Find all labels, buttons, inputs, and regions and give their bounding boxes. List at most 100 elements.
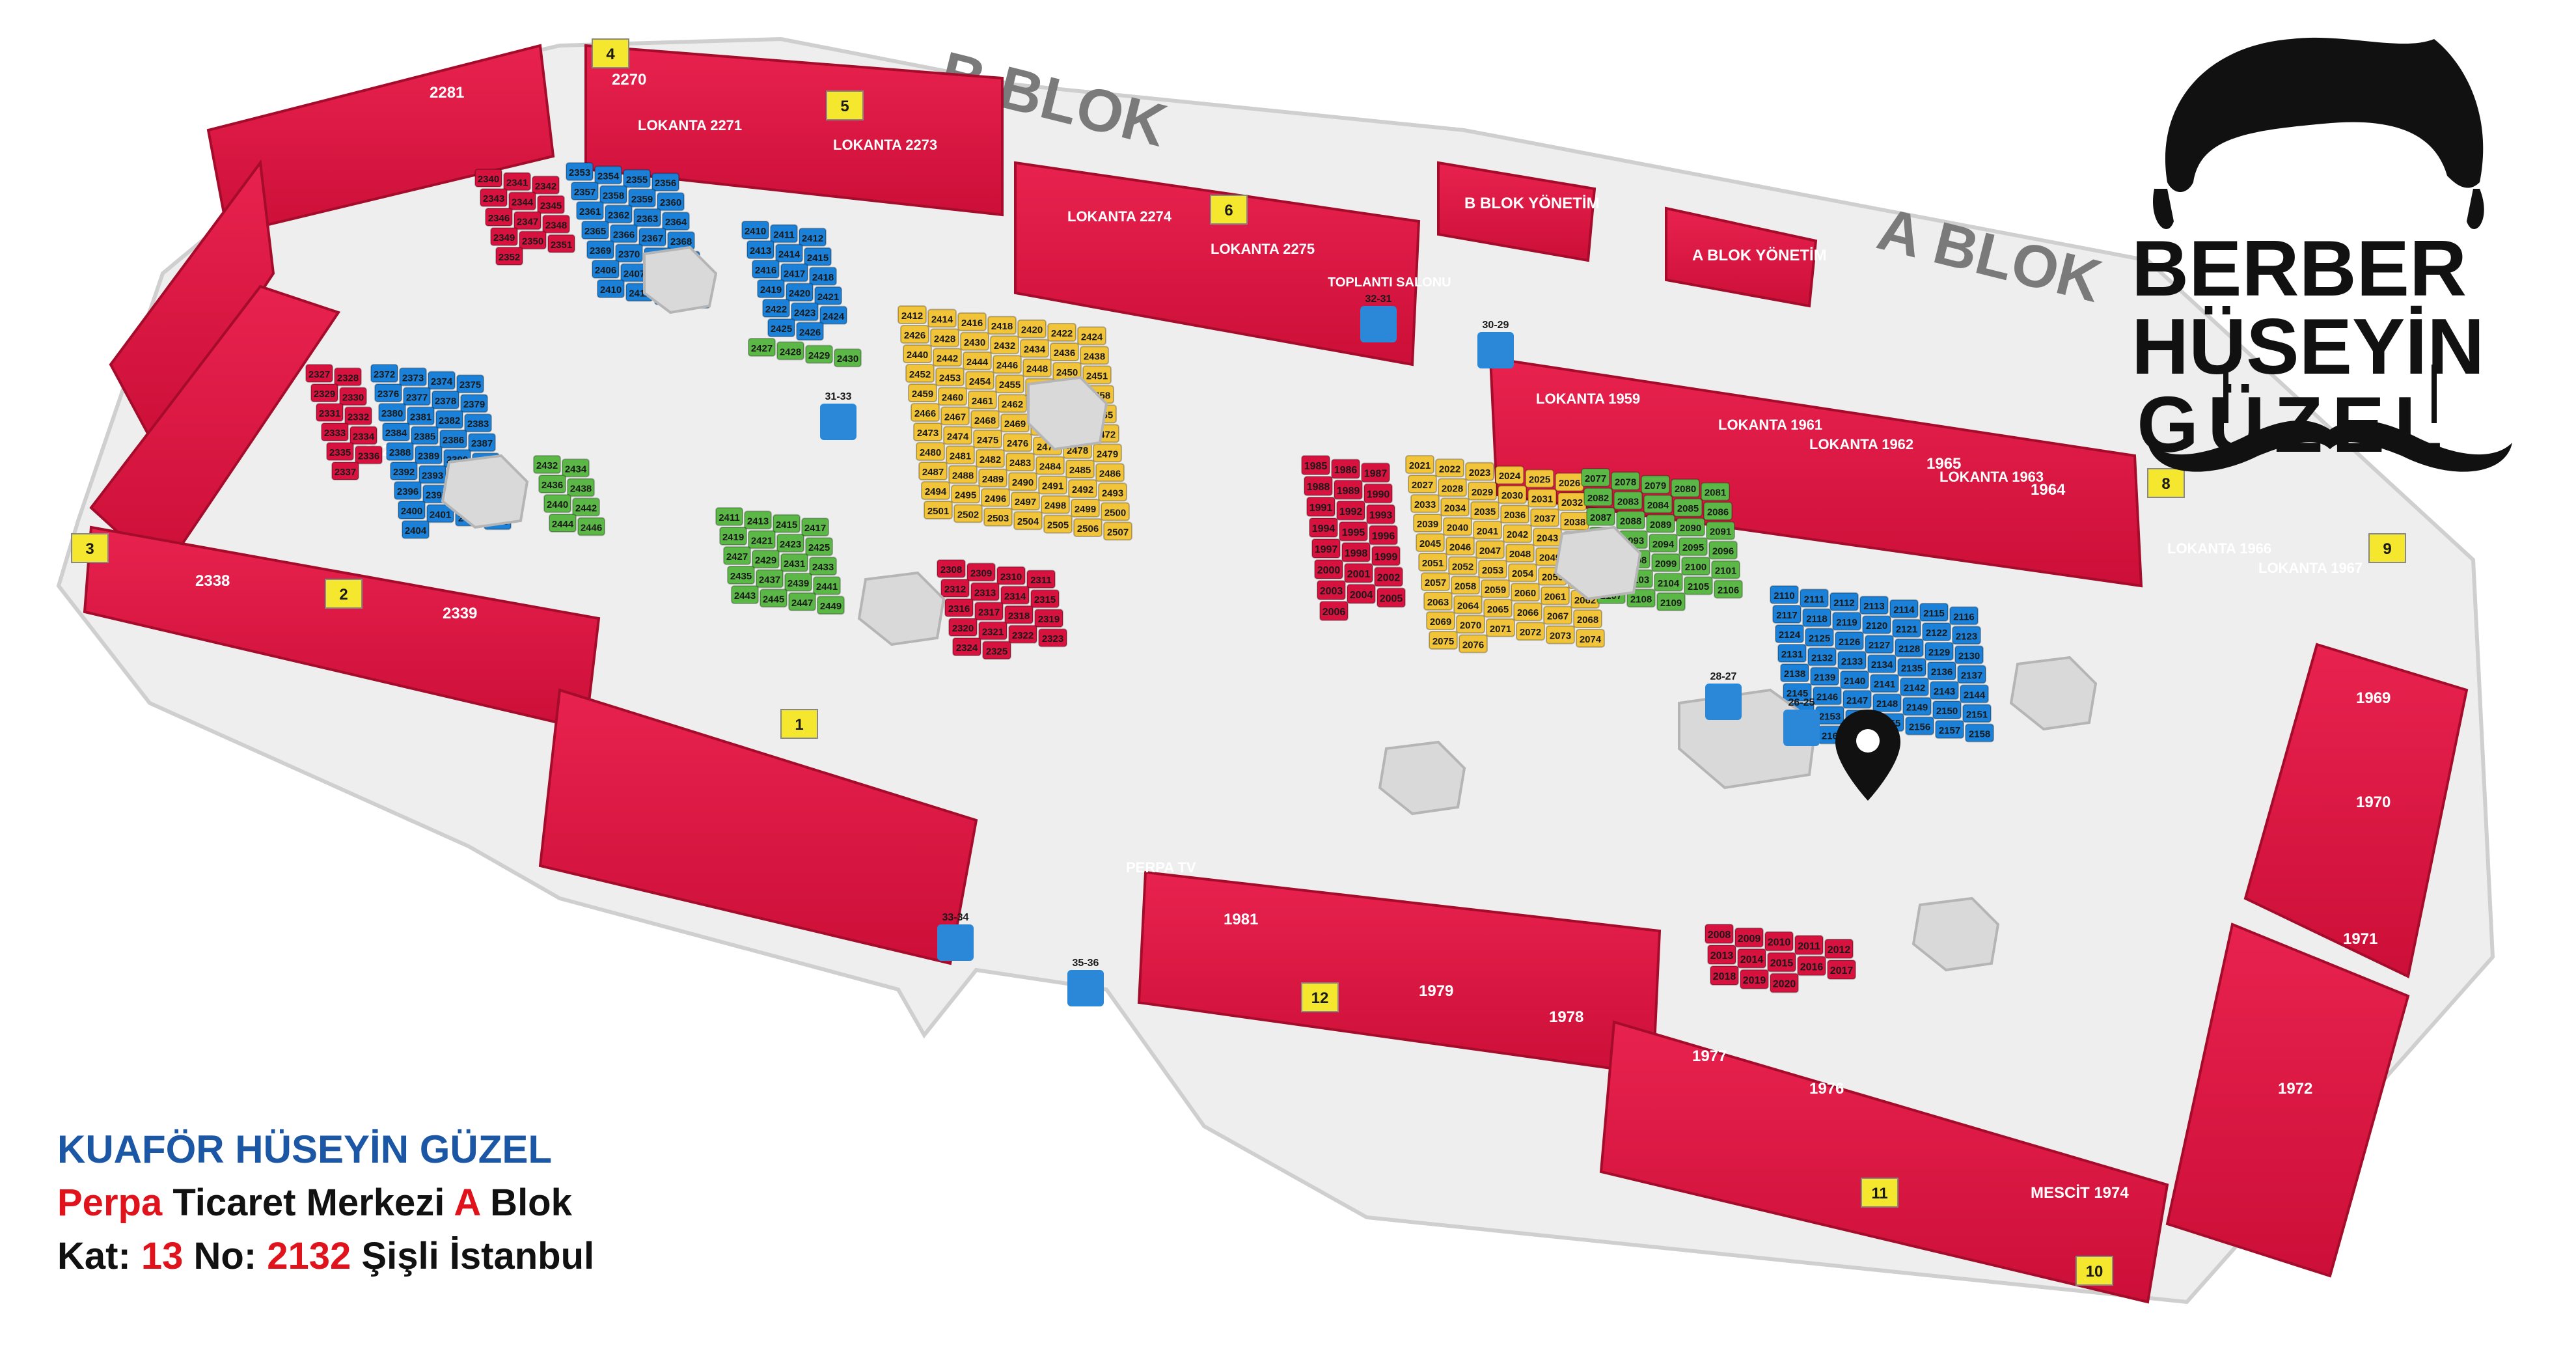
unit-cell[interactable] — [927, 309, 957, 328]
b4-red-unit-2323[interactable]: 2323 — [1038, 628, 1067, 648]
unit-cell[interactable] — [1902, 697, 1932, 716]
b3-blue-unit-2377[interactable]: 2377 — [403, 387, 431, 406]
unit-cell[interactable] — [1777, 644, 1807, 663]
unit-cell[interactable] — [897, 305, 927, 324]
a2-red-unit-2020[interactable]: 2020 — [1770, 973, 1799, 993]
b1-red-unit-2343[interactable]: 2343 — [480, 188, 508, 207]
unit-cell[interactable] — [983, 507, 1013, 527]
unit-cell[interactable] — [1895, 638, 1924, 657]
b3-blue-unit-2393[interactable]: 2393 — [418, 465, 446, 484]
unit-cell[interactable] — [960, 331, 989, 351]
unit-cell[interactable] — [344, 406, 372, 426]
unit-cell[interactable] — [382, 422, 410, 441]
unit-cell[interactable] — [963, 351, 992, 370]
unit-cell[interactable] — [1035, 456, 1065, 475]
b4-green-unit-2433[interactable]: 2433 — [809, 557, 837, 576]
b3-blue-unit-2396[interactable]: 2396 — [394, 481, 422, 500]
a1-yellow-unit-2070[interactable]: 2070 — [1456, 615, 1485, 634]
b3-red-unit-2327[interactable]: 2327 — [305, 364, 333, 383]
a1-red-unit-2004[interactable]: 2004 — [1347, 583, 1376, 604]
unit-cell[interactable] — [1331, 458, 1360, 479]
unit-cell[interactable] — [1483, 598, 1513, 618]
b1-blue-unit-2357[interactable]: 2357 — [571, 182, 599, 201]
b4-yellow-unit-2442[interactable]: 2442 — [933, 348, 962, 367]
unit-cell[interactable] — [566, 162, 594, 181]
unit-cell[interactable] — [586, 240, 614, 259]
unit-cell[interactable] — [1905, 716, 1934, 736]
b4-yellow-unit-2498[interactable]: 2498 — [1041, 495, 1070, 514]
a1-red-unit-1999[interactable]: 1999 — [1371, 546, 1401, 566]
b4-green-unit-2431[interactable]: 2431 — [780, 553, 808, 572]
a1-green-unit-2086[interactable]: 2086 — [1703, 501, 1733, 521]
a1-yellow-unit-2071[interactable]: 2071 — [1486, 618, 1515, 637]
b3-red-unit-2328[interactable]: 2328 — [334, 367, 362, 387]
a1-yellow-unit-2047[interactable]: 2047 — [1475, 540, 1505, 559]
a2-red-unit-2008[interactable]: 2008 — [1705, 924, 1734, 944]
b4-green-unit-2411[interactable]: 2411 — [715, 507, 743, 526]
unit-cell[interactable] — [1770, 973, 1799, 993]
a2-blue-unit-2123[interactable]: 2123 — [1952, 626, 1981, 645]
unit-cell[interactable] — [1714, 579, 1743, 599]
b4-yellow-unit-2487[interactable]: 2487 — [918, 462, 948, 480]
unit-cell[interactable] — [1541, 586, 1570, 605]
unit-cell[interactable] — [1077, 326, 1106, 346]
a2-blue-unit-2153[interactable]: 2153 — [1815, 706, 1844, 725]
unit-cell[interactable] — [571, 182, 599, 201]
unit-cell[interactable] — [1423, 592, 1453, 611]
a1-yellow-unit-2021[interactable]: 2021 — [1405, 455, 1434, 474]
unit-cell[interactable] — [776, 533, 804, 553]
unit-cell[interactable] — [1505, 544, 1535, 563]
unit-cell[interactable] — [386, 442, 414, 461]
a1-green-unit-2089[interactable]: 2089 — [1646, 514, 1675, 533]
unit-cell[interactable] — [305, 364, 333, 383]
unit-cell[interactable] — [1641, 475, 1670, 494]
b4-yellow-unit-2502[interactable]: 2502 — [953, 504, 983, 523]
unit-cell[interactable] — [572, 497, 600, 517]
unit-cell[interactable] — [1446, 536, 1475, 556]
a2-blue-unit-2139[interactable]: 2139 — [1810, 667, 1839, 686]
b2-blue-unit-2419[interactable]: 2419 — [757, 279, 785, 298]
unit-cell[interactable] — [415, 445, 443, 465]
unit-cell[interactable] — [1832, 611, 1861, 631]
unit-cell[interactable] — [1673, 498, 1703, 518]
b2-blue-unit-2413[interactable]: 2413 — [747, 240, 774, 259]
unit-cell[interactable] — [519, 230, 547, 250]
b4-yellow-unit-2436[interactable]: 2436 — [1050, 342, 1079, 361]
unit-cell[interactable] — [1800, 588, 1829, 608]
unit-cell[interactable] — [1867, 654, 1897, 674]
unit-cell[interactable] — [1017, 319, 1047, 339]
unit-cell[interactable] — [930, 328, 959, 348]
a1-yellow-unit-2045[interactable]: 2045 — [1416, 533, 1445, 552]
a1-yellow-unit-2041[interactable]: 2041 — [1473, 520, 1502, 540]
unit-cell[interactable] — [1405, 455, 1434, 474]
unit-cell[interactable] — [918, 462, 948, 480]
a1-yellow-unit-2065[interactable]: 2065 — [1483, 598, 1513, 618]
unit-cell[interactable] — [1008, 472, 1037, 491]
exit-marker-10[interactable]: 10 — [2076, 1256, 2113, 1286]
a1-red-unit-2003[interactable]: 2003 — [1317, 580, 1346, 600]
b3-red-unit-2333[interactable]: 2333 — [321, 422, 349, 441]
b1-red-unit-2351[interactable]: 2351 — [547, 234, 575, 253]
b3-green-unit-2434[interactable]: 2434 — [562, 458, 590, 478]
unit-cell[interactable] — [1071, 499, 1100, 518]
wc-marker-28-27[interactable]: 28-27 — [1705, 671, 1742, 720]
unit-cell[interactable] — [1306, 497, 1336, 517]
a1-red-unit-2000[interactable]: 2000 — [1314, 559, 1343, 579]
unit-cell[interactable] — [741, 221, 769, 240]
unit-cell[interactable] — [715, 507, 743, 526]
unit-cell[interactable] — [349, 426, 377, 445]
a2-red-unit-2009[interactable]: 2009 — [1734, 927, 1764, 948]
a2-blue-unit-2156[interactable]: 2156 — [1905, 716, 1934, 736]
b3-blue-unit-2380[interactable]: 2380 — [378, 403, 406, 422]
unit-cell[interactable] — [1344, 562, 1373, 583]
unit-cell[interactable] — [1511, 583, 1540, 602]
unit-cell[interactable] — [981, 488, 1010, 507]
unit-cell[interactable] — [1543, 605, 1572, 625]
unit-cell[interactable] — [1026, 570, 1056, 589]
a2-blue-unit-2146[interactable]: 2146 — [1813, 686, 1842, 706]
b3-blue-unit-2386[interactable]: 2386 — [439, 429, 467, 449]
b2-green-unit-2430[interactable]: 2430 — [834, 348, 862, 368]
b4-yellow-unit-2490[interactable]: 2490 — [1008, 472, 1037, 491]
b4-green-unit-2445[interactable]: 2445 — [760, 588, 788, 608]
a1-yellow-unit-2053[interactable]: 2053 — [1478, 559, 1507, 579]
